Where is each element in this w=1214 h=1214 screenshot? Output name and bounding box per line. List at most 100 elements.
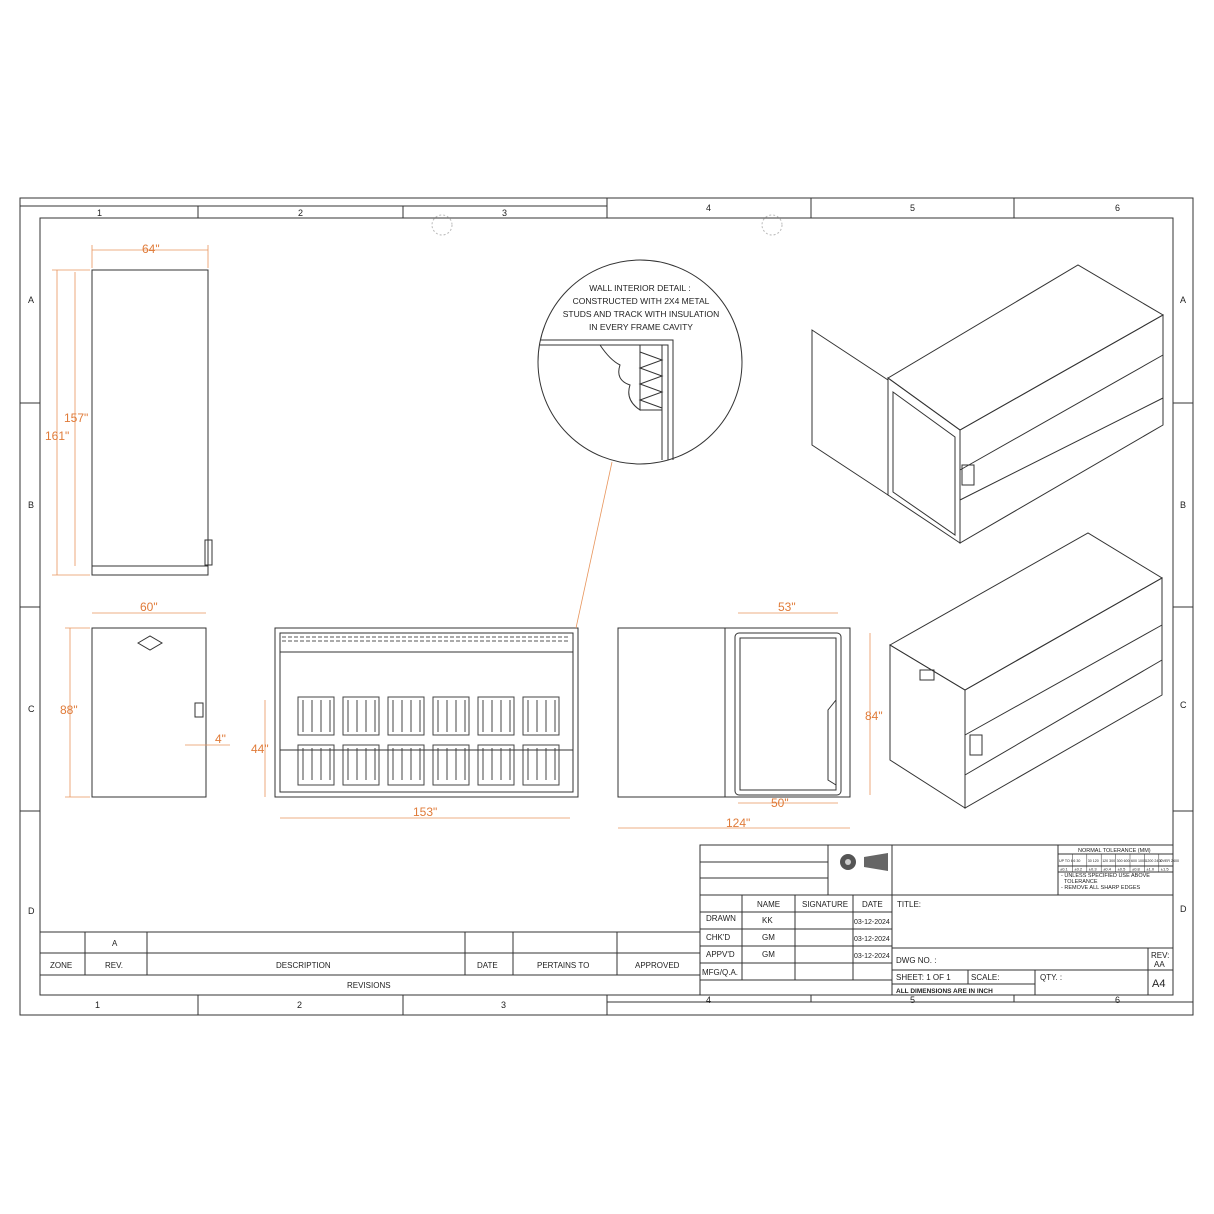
rev-header-approved: APPROVED: [635, 961, 680, 970]
tolerance-range: UP TO 6: [1059, 859, 1073, 863]
front-view: 60" 88" 4": [60, 600, 230, 798]
dim-side-width: 64": [142, 242, 160, 256]
stud-panel: [297, 696, 335, 736]
tolerance-value: ±1.0: [1146, 867, 1155, 872]
stud-panel: [342, 696, 380, 736]
stud-panel: [432, 696, 470, 736]
dim-overall-width: 124": [726, 816, 750, 830]
qty-label: QTY. :: [1040, 973, 1062, 982]
dim-door-width-bottom: 50": [771, 796, 789, 810]
stud-panel: [387, 744, 425, 786]
zone-row-a-right: A: [1180, 295, 1186, 305]
tolerance-value: ±0.5: [1118, 867, 1127, 872]
header-name: NAME: [757, 900, 780, 909]
inner-frame: [39, 217, 1174, 996]
rev-header-rev: REV.: [105, 961, 123, 970]
zone-row-d-right: D: [1180, 904, 1187, 914]
scale-label: SCALE:: [971, 973, 999, 982]
isometric-view-closed: [889, 532, 1163, 809]
zone-dividers: [20, 198, 1193, 1015]
projection-symbol-cone-icon: [864, 853, 888, 871]
name-checked: GM: [762, 933, 775, 942]
tolerance-range: OVER 2400: [1160, 859, 1179, 863]
zone-col-5-bottom: 5: [910, 995, 915, 1005]
name-approved: GM: [762, 950, 775, 959]
stud-panel: [522, 744, 560, 786]
zone-col-6-bottom: 6: [1115, 995, 1120, 1005]
rev-label: REV:: [1151, 951, 1169, 960]
zone-col-2-bottom: 2: [297, 1000, 302, 1010]
tolerance-note-1: - UNLESS SPECIFIED USE ABOVE: [1061, 873, 1150, 879]
rev-header-pertains: PERTAINS TO: [537, 961, 589, 970]
date-drawn: 03-12-2024: [854, 919, 890, 926]
role-drawn: DRAWN: [706, 914, 736, 923]
zone-row-a: A: [28, 295, 34, 305]
zone-col-2: 2: [298, 208, 303, 218]
rev-header-description: DESCRIPTION: [276, 961, 331, 970]
tolerance-value: ±0.4: [1103, 867, 1112, 872]
registration-mark: [431, 214, 453, 236]
date-approved: 03-12-2024: [854, 953, 890, 960]
zone-row-c: C: [28, 704, 35, 714]
stud-panel: [522, 696, 560, 736]
zone-col-3-bottom: 3: [501, 1000, 506, 1010]
stud-panel: [477, 696, 515, 736]
dim-side-height-inner: 157": [64, 411, 88, 425]
registration-mark: [761, 214, 783, 236]
rev-header-zone: ZONE: [50, 961, 72, 970]
dwg-no-label: DWG NO. :: [896, 956, 936, 965]
tolerance-value: ±0.3: [1089, 867, 1098, 872]
revisions-caption: REVISIONS: [347, 981, 391, 990]
tolerance-range: 600 1000: [1131, 859, 1146, 863]
zone-col-1-bottom: 1: [95, 1000, 100, 1010]
door-elevation-view: 53" 84" 50" 124": [617, 600, 883, 830]
outer-frame: [19, 197, 1194, 1016]
zone-row-c-right: C: [1180, 700, 1187, 710]
rev-value: AA: [1154, 960, 1165, 969]
detail-line-1: WALL INTERIOR DETAIL :: [589, 283, 690, 293]
long-elevation-view: 44" 153": [251, 627, 579, 819]
sheet-size: A4: [1152, 978, 1165, 990]
zone-row-b: B: [28, 500, 34, 510]
side-view: 64" 157" 161": [45, 242, 213, 576]
rev-header-date: DATE: [477, 961, 498, 970]
detail-line-2: CONSTRUCTED WITH 2X4 METAL: [573, 296, 710, 306]
zone-labels: 1 2 3 4 5 6 1 2 3 4 5 6 A B C D A B C D: [28, 203, 1187, 1010]
tolerance-value: ±0.8: [1132, 867, 1141, 872]
isometric-view-open: [811, 264, 1165, 544]
tolerance-value: ±1.5: [1161, 867, 1170, 872]
stud-panel: [432, 744, 470, 786]
stud-panel: [477, 744, 515, 786]
revision-value: A: [112, 939, 118, 948]
dim-long-length: 153": [413, 805, 437, 819]
dim-long-height: 44": [251, 742, 269, 756]
tolerance-range: 120 300: [1102, 859, 1115, 863]
date-checked: 03-12-2024: [854, 936, 890, 943]
detail-line-4: IN EVERY FRAME CAVITY: [589, 322, 693, 332]
title-block: NAME SIGNATURE DATE DRAWN KK 03-12-2024 …: [699, 844, 1179, 996]
stud-panel: [297, 744, 335, 786]
role-approved: APPV'D: [706, 950, 735, 959]
dim-side-height-outer: 161": [45, 429, 69, 443]
role-mfg: MFG/Q.A.: [702, 968, 738, 977]
dim-front-width: 60": [140, 600, 158, 614]
tolerance-range: 30 120: [1088, 859, 1099, 863]
zone-col-6: 6: [1115, 203, 1120, 213]
dim-door-height: 84": [865, 709, 883, 723]
tolerance-range: 1200 2400: [1145, 859, 1162, 863]
zone-row-b-right: B: [1180, 500, 1186, 510]
tolerance-range: 300 600: [1117, 859, 1130, 863]
tolerance-title: NORMAL TOLERANCE (MM): [1078, 848, 1151, 854]
zone-col-4: 4: [706, 203, 711, 213]
tolerance-value: ±0.1: [1060, 867, 1069, 872]
revisions-table: A ZONE REV. DESCRIPTION DATE PERTAINS TO…: [39, 931, 701, 996]
header-date: DATE: [862, 900, 883, 909]
name-drawn: KK: [762, 916, 773, 925]
title-label: TITLE:: [897, 900, 921, 909]
dim-front-offset: 4": [215, 732, 226, 746]
zone-col-3: 3: [502, 208, 507, 218]
header-signature: SIGNATURE: [802, 900, 848, 909]
dim-door-width-top: 53": [778, 600, 796, 614]
tolerance-note-3: - REMOVE ALL SHARP EDGES: [1061, 885, 1140, 891]
